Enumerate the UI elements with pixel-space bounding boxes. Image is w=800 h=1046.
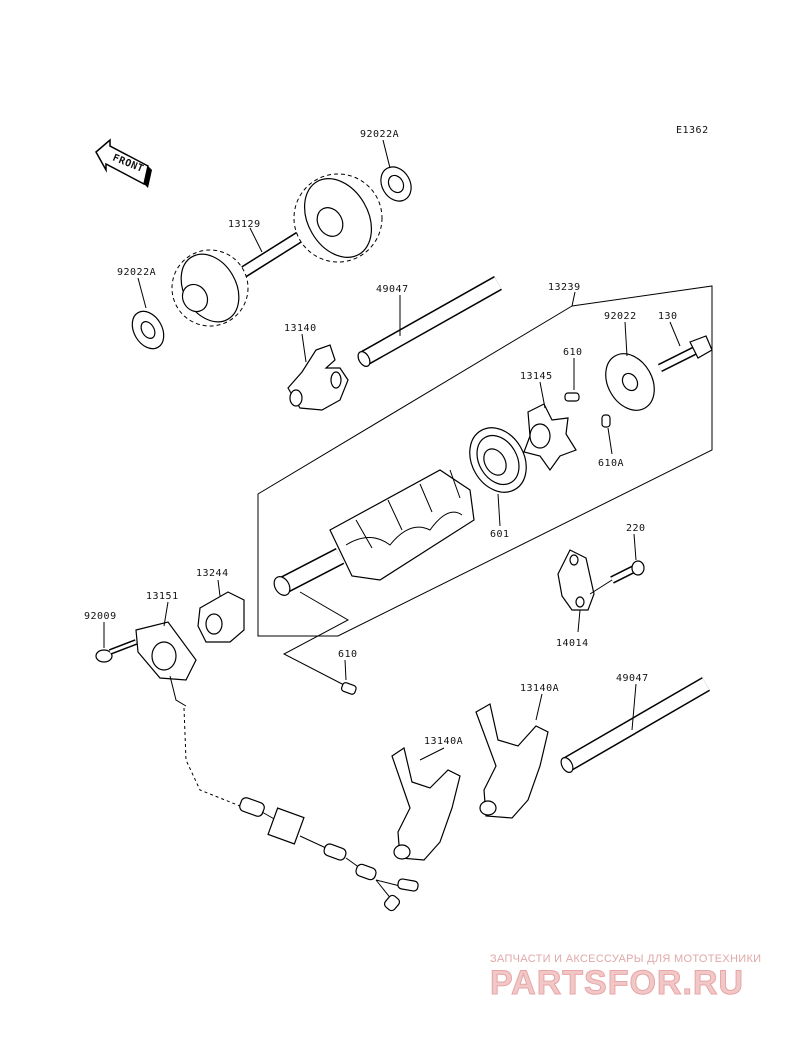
leader-92022A-left (137, 277, 147, 309)
label-610-top: 610 (563, 347, 583, 358)
label-13129: 13129 (228, 219, 261, 230)
leader-610A (607, 427, 613, 455)
leader-13129 (249, 227, 263, 253)
front-arrow-icon: FRONT (95, 138, 152, 188)
plate-14014 (557, 549, 595, 611)
washer-92022A-left (131, 310, 165, 350)
washer-92022 (605, 353, 655, 411)
label-610A: 610A (598, 458, 624, 469)
label-92022: 92022 (604, 311, 637, 322)
bolt-130 (657, 335, 713, 373)
pin-610-top (564, 392, 580, 402)
leader-13151 (163, 601, 169, 627)
label-14014: 14014 (556, 638, 589, 649)
label-13244: 13244 (196, 568, 229, 579)
leader-49047-bottom (631, 683, 637, 731)
label-13140-top: 13140 (284, 323, 317, 334)
box-13239 (257, 285, 713, 637)
label-92022A-left: 92022A (117, 267, 156, 278)
label-130: 130 (658, 311, 678, 322)
screw-92009 (95, 639, 138, 663)
leader-130 (669, 321, 681, 347)
leader-14014-bolt (589, 579, 613, 595)
label-13239: 13239 (548, 282, 581, 293)
sensor-13151 (135, 621, 197, 707)
leader-13140A-right (535, 693, 543, 721)
leader-601 (497, 493, 501, 527)
leader-13239 (571, 291, 576, 307)
leader-13140A-left (419, 747, 445, 761)
diagram-code: E1362 (676, 125, 709, 136)
watermark-tagline: ЗАПЧАСТИ И АКСЕССУАРЫ ДЛЯ МОТОТЕХНИКИ (490, 953, 761, 965)
shift-drum (273, 469, 475, 596)
watermark-brand: PARTSFOR.RU (490, 964, 744, 1002)
wire-harness (183, 707, 419, 912)
label-49047-bottom: 49047 (616, 673, 649, 684)
cam-13244 (197, 591, 245, 643)
leader-13244 (217, 579, 221, 597)
leader-610-bottom-path (282, 591, 350, 687)
label-220: 220 (626, 523, 646, 534)
pin-610-bottom (340, 682, 357, 695)
label-13145: 13145 (520, 371, 553, 382)
rod-49047-top (357, 276, 502, 367)
label-13151: 13151 (146, 591, 179, 602)
label-601: 601 (490, 529, 510, 540)
shift-shaft-13129 (171, 173, 383, 327)
shift-fork-13140A-left (391, 747, 461, 861)
label-610-bottom: 610 (338, 649, 358, 660)
bolt-220 (610, 560, 645, 584)
label-92009: 92009 (84, 611, 117, 622)
shift-fork-13140-top (287, 344, 349, 411)
leader-14014 (577, 609, 581, 633)
label-13140A-left: 13140A (424, 736, 463, 747)
pin-610A (601, 414, 611, 428)
leader-13140-top (301, 333, 307, 363)
leader-220 (633, 533, 637, 561)
label-13140A-right: 13140A (520, 683, 559, 694)
leader-13145 (539, 381, 546, 409)
leader-92022A-top (382, 139, 391, 169)
rod-49047-bottom (560, 677, 711, 773)
label-49047-top: 49047 (376, 284, 409, 295)
bearing-601 (469, 427, 527, 493)
star-plate-13145 (523, 403, 577, 472)
washer-92022A-top (380, 166, 412, 202)
shift-fork-13140A-right (475, 703, 549, 819)
label-92022A-top: 92022A (360, 129, 399, 140)
leader-610-bottom (344, 659, 347, 681)
leader-92022 (624, 321, 628, 357)
